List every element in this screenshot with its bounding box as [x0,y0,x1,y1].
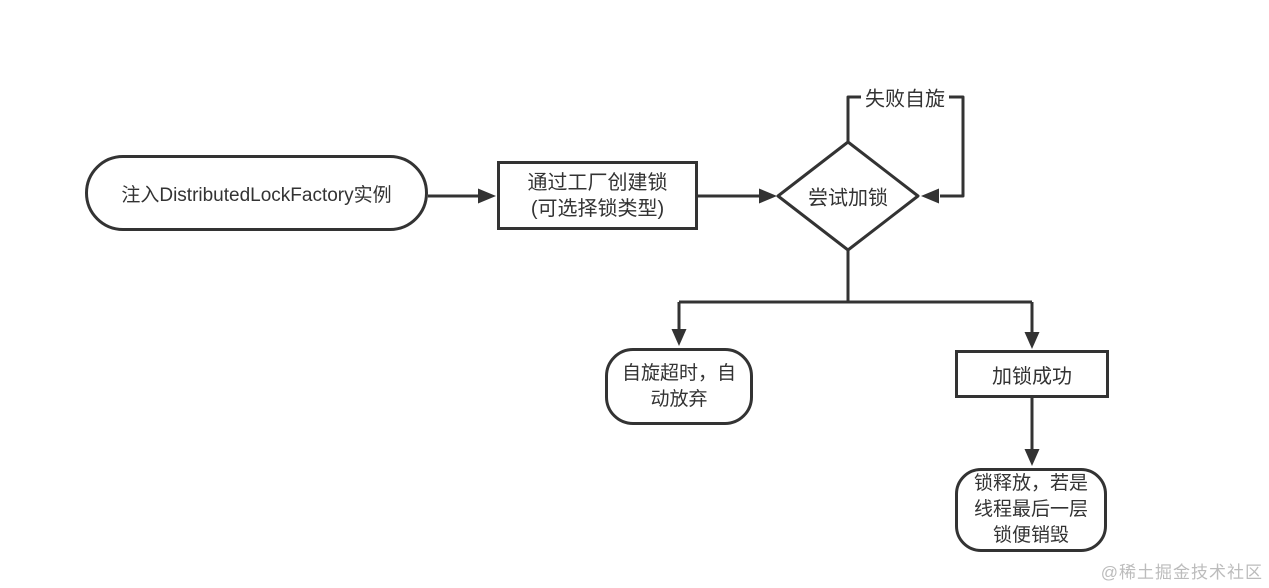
edge-fail-spin-label: 失败自旋 [861,82,949,112]
node-lock-release: 锁释放，若是 线程最后一层 锁便销毁 [955,468,1107,552]
edge-branch [677,250,1034,333]
node-lock-release-line3: 锁便销毁 [992,525,1069,546]
arrowhead-to-spin-timeout [671,329,687,346]
arrowhead-loop-return [921,188,939,204]
node-lock-release-line2: 线程最后一层 [973,499,1088,520]
node-start-label: 注入DistributedLockFactory实例 [121,184,392,206]
node-lock-success: 加锁成功 [955,350,1109,398]
arrowhead-to-factory [478,188,496,204]
watermark-text: @稀土掘金技术社区 [1100,563,1263,582]
edge-fail-spin-loop [846,95,965,198]
node-create-lock-line2: (可选择锁类型) [530,197,665,220]
diamond-try-lock-shape [776,140,920,252]
node-spin-timeout: 自旋超时，自 动放弃 [605,348,753,425]
node-spin-timeout-line1: 自旋超时，自 [621,362,736,384]
node-create-lock-line1: 通过工厂创建锁 [527,171,668,194]
arrowheads [478,188,1040,466]
node-lock-release-line1: 锁释放，若是 [973,473,1088,494]
node-lock-success-label: 加锁成功 [992,365,1072,388]
node-try-lock-label: 尝试加锁 [808,187,888,210]
arrowhead-to-diamond [759,188,777,204]
node-create-lock: 通过工厂创建锁 (可选择锁类型) [497,161,698,230]
arrowhead-to-lock-success [1024,332,1040,349]
node-start: 注入DistributedLockFactory实例 [85,155,428,231]
node-spin-timeout-line2: 动放弃 [650,388,708,410]
arrowhead-to-lock-release [1024,449,1040,466]
